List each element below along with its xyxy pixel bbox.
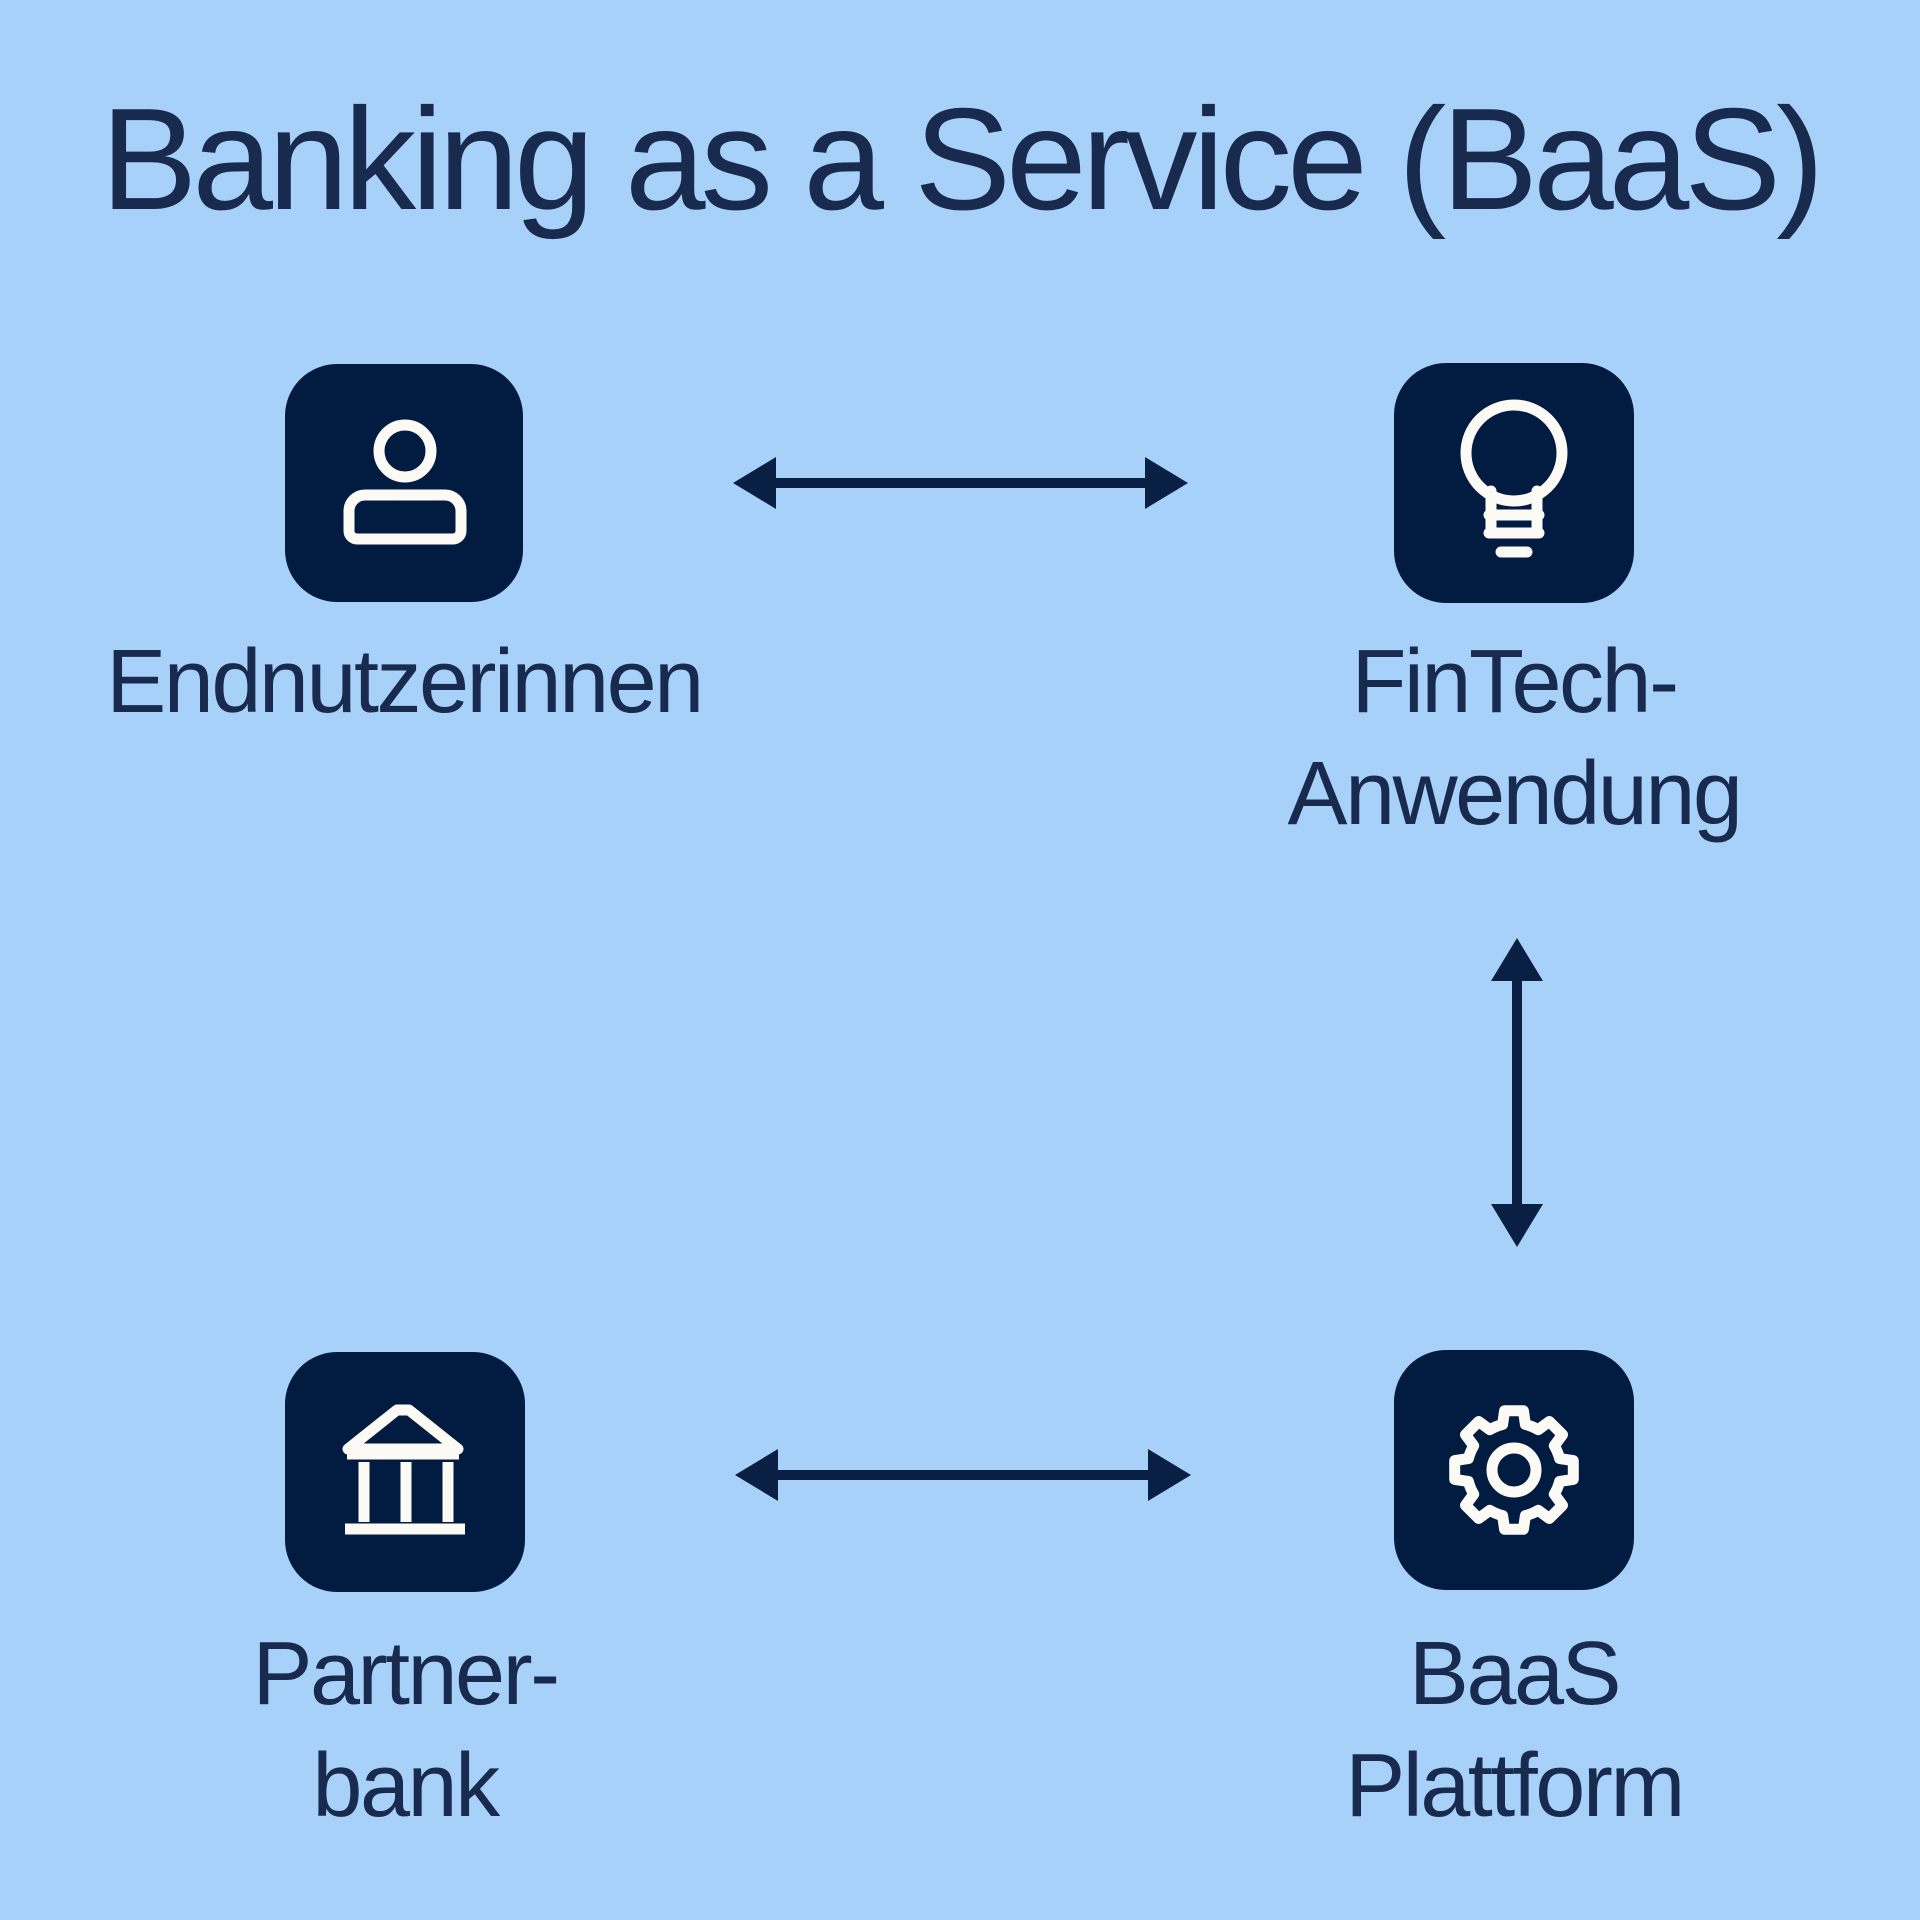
baas-label: BaaS Plattform bbox=[1345, 1624, 1685, 1836]
bank-icon bbox=[342, 1404, 465, 1535]
arrow-endusers-fintech bbox=[733, 457, 1188, 509]
endusers-label: Endnutzerinnen bbox=[106, 632, 704, 732]
fintech-label: FinTech- Anwendung bbox=[1287, 632, 1743, 844]
gear-icon bbox=[1449, 1405, 1579, 1535]
partnerbank-label: Partner- bank bbox=[252, 1624, 560, 1836]
fintech-tile bbox=[1394, 363, 1634, 603]
arrow-fintech-baas bbox=[1491, 938, 1543, 1247]
arrow-partnerbank-baas bbox=[735, 1449, 1191, 1501]
partnerbank-tile bbox=[285, 1352, 525, 1592]
user-icon bbox=[343, 419, 467, 545]
lightbulb-icon bbox=[1460, 399, 1568, 558]
baas-tile bbox=[1394, 1350, 1634, 1590]
endusers-tile bbox=[285, 364, 523, 602]
page-title: Banking as a Service (BaaS) bbox=[100, 78, 1825, 240]
